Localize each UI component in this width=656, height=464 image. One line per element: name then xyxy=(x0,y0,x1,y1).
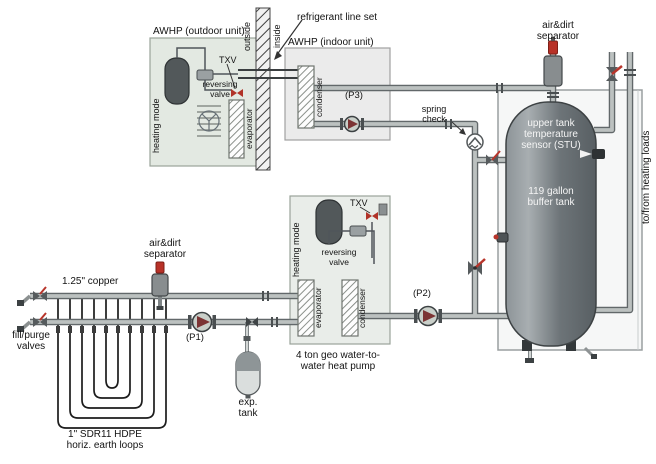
copper-pipe-label: 1.25" copper xyxy=(62,276,119,287)
exp-tank-label: exp. tank xyxy=(238,397,258,420)
fill-purge-valve-lower xyxy=(17,312,47,332)
arrow-icon xyxy=(459,128,466,135)
expansion-tank xyxy=(235,336,261,399)
geo-txv-valve xyxy=(366,212,378,220)
geo-condenser-coil xyxy=(341,279,359,337)
ball-valve-tank-port xyxy=(486,150,501,166)
pump-p1-label: (P1) xyxy=(186,332,204,343)
indoor-unit-title: AWHP (indoor unit) xyxy=(288,37,374,48)
geo-unit-title: 4 ton geo water-to-water heat pump xyxy=(296,350,380,373)
earth-loops-label: 1" SDR11 HDPE horiz. earth loops xyxy=(66,429,144,452)
tank-sensor-text: upper tank temperature sensor (STU) xyxy=(521,118,581,152)
pump-p3-label: (P3) xyxy=(345,90,363,101)
refrigerant-line-set-label: refrigerant line set xyxy=(297,12,378,23)
outdoor-txv-label: TXV xyxy=(219,55,237,65)
stu-sensor xyxy=(592,149,605,159)
check-valve-loop xyxy=(246,317,258,327)
air-dirt-separator-loop-label: air&dirt separator xyxy=(143,238,187,261)
earth-loops xyxy=(56,296,168,429)
pump-p1 xyxy=(188,311,216,333)
air-dirt-separator-top-label: air&dirt separator xyxy=(536,20,580,43)
geo-evaporator-coil xyxy=(297,279,315,337)
outdoor-evaporator-label: evaporator xyxy=(244,108,254,150)
outdoor-txv-valve xyxy=(231,89,243,97)
geo-heating-mode-label: heating mode xyxy=(291,222,301,278)
tank-side-fitting xyxy=(496,232,509,243)
geo-condenser-label: condenser xyxy=(357,288,367,328)
outdoor-heating-mode-label: heating mode xyxy=(151,98,161,154)
inside-label: inside xyxy=(272,24,282,48)
outdoor-unit-title: AWHP (outdoor unit) xyxy=(153,26,245,37)
loop-purge-fittings xyxy=(56,326,168,333)
geo-reversing-valve-label: reversing valve xyxy=(321,247,357,267)
geo-relief-fitting xyxy=(378,203,388,216)
arrow-icon xyxy=(274,51,282,60)
refrigerant-internals xyxy=(176,47,375,264)
refrigerant-line-set xyxy=(238,19,303,79)
air-dirt-separator-loop xyxy=(151,261,169,310)
tank-drain-cap xyxy=(525,358,534,363)
indoor-condenser-label: condenser xyxy=(314,77,324,117)
geo-evaporator-label: evaporator xyxy=(313,287,323,329)
ball-valve-loads xyxy=(606,65,623,81)
fill-purge-label: fill/purge valves xyxy=(12,330,50,353)
wall-section xyxy=(255,7,271,171)
spring-check-label: spring check xyxy=(421,104,447,125)
indoor-condenser-coil xyxy=(297,65,315,129)
outdoor-compressor xyxy=(164,57,190,105)
spring-check-valve xyxy=(451,121,484,151)
heating-loads-label: to/from heating loads xyxy=(641,130,652,225)
stu-arrow-icon xyxy=(580,150,592,158)
fill-purge-valve-upper xyxy=(17,286,47,306)
ball-valve-return xyxy=(468,258,486,275)
geo-reversing-valve xyxy=(349,225,367,237)
outdoor-reversing-valve-label: reversing valve xyxy=(202,79,238,99)
air-dirt-separator-top xyxy=(543,37,563,87)
tank-capacity-text: 119 gallon buffer tank xyxy=(527,186,575,209)
outside-label: outside xyxy=(242,21,252,51)
pump-p3 xyxy=(340,115,364,133)
geo-txv-label: TXV xyxy=(350,198,368,208)
pump-p2-label: (P2) xyxy=(413,288,431,299)
fan-louvers xyxy=(197,105,221,137)
pipe-unions xyxy=(262,69,636,327)
buffer-tank xyxy=(493,101,605,363)
outdoor-evaporator-coil xyxy=(228,99,245,159)
pump-p2 xyxy=(414,305,442,327)
